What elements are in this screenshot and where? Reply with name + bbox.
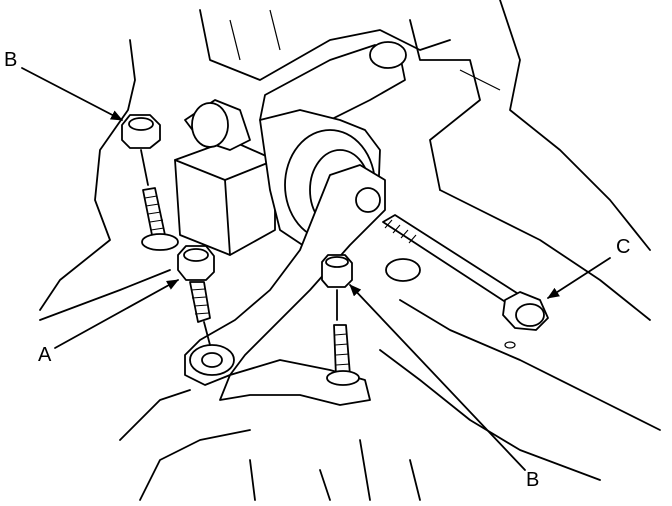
bolt-b-top-icon: [121, 114, 179, 251]
engine-casting: [39, 0, 661, 501]
callout-b-bottom: B: [526, 469, 540, 491]
arrow-c: [547, 257, 611, 299]
callout-arrows: [21, 67, 611, 471]
arrow-a: [54, 279, 179, 349]
collar-icon: [385, 258, 421, 282]
bolt-b-bottom-icon: [321, 254, 360, 386]
callout-b-top: B: [4, 49, 18, 71]
bolt-c-icon: [382, 214, 549, 349]
callout-a: A: [38, 344, 52, 366]
arrow-b-top: [21, 67, 123, 121]
mount-bracket: [184, 164, 386, 406]
mount-rubber-block: [174, 99, 276, 256]
arrow-b-bottom: [349, 284, 526, 471]
callout-c: C: [616, 236, 631, 258]
bolt-a-icon: [177, 245, 215, 346]
